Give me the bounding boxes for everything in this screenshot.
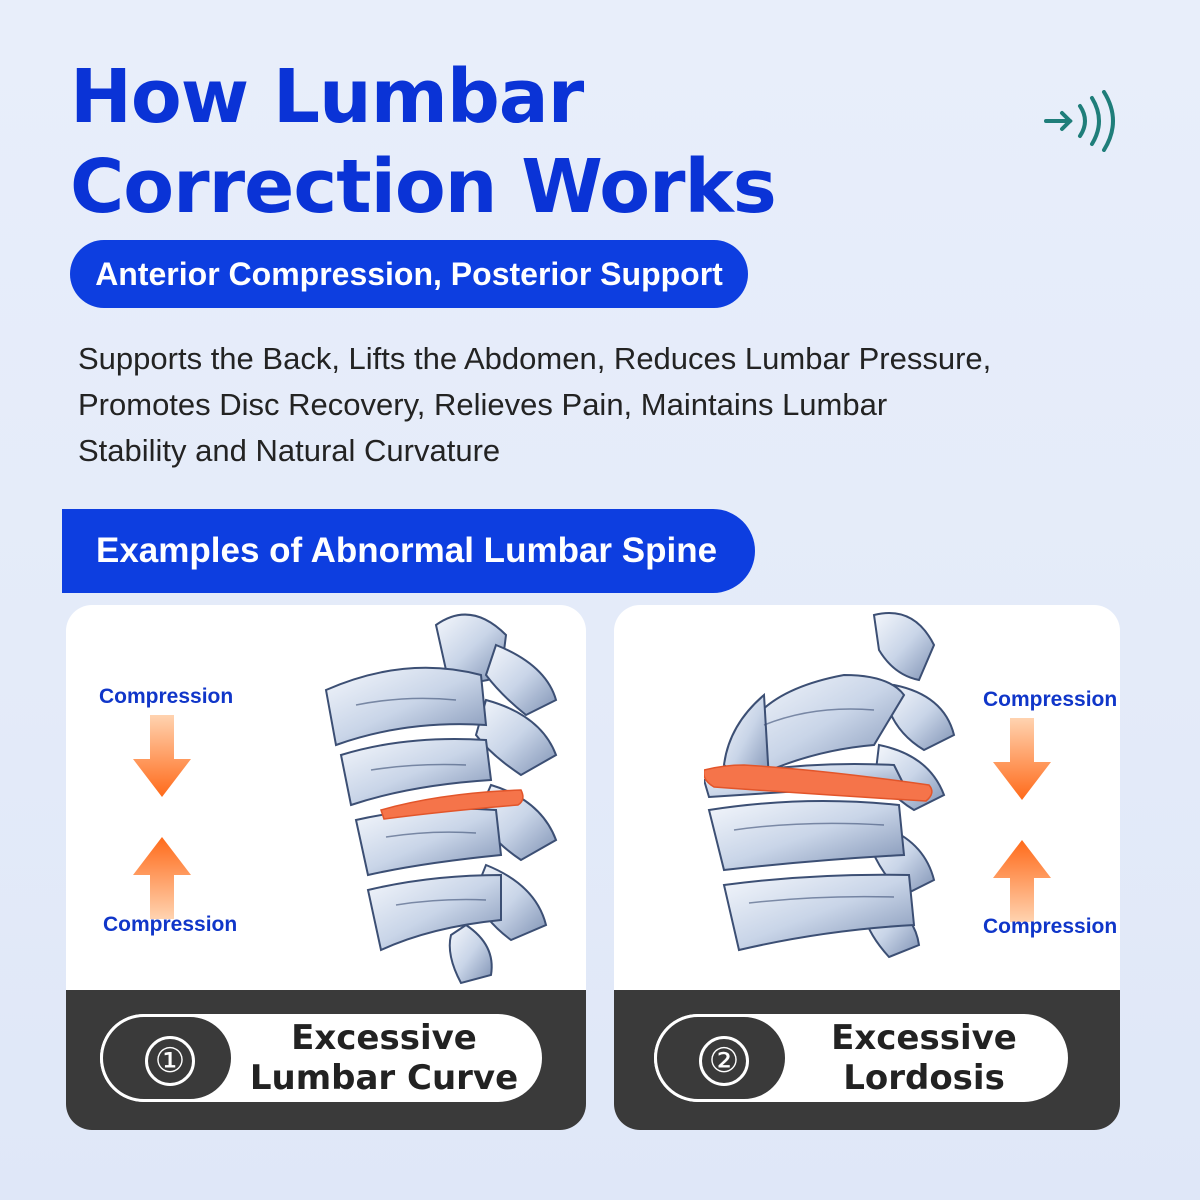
description-line-3: Stability and Natural Curvature bbox=[78, 433, 501, 468]
lumbar-spine-illustration bbox=[324, 613, 558, 985]
arrow-down-icon bbox=[993, 718, 1051, 800]
description-line-1: Supports the Back, Lifts the Abdomen, Re… bbox=[78, 341, 992, 376]
page-title-line-2: Correction Works bbox=[70, 144, 777, 230]
number-badge: ① bbox=[100, 1014, 234, 1102]
page-title-line-1: How Lumbar bbox=[70, 54, 584, 140]
example-label-pill: ① Excessive Lumbar Curve bbox=[100, 1014, 542, 1102]
number-badge: ② bbox=[654, 1014, 788, 1102]
compressed-disc bbox=[380, 789, 524, 820]
example-label-line-1: Excessive bbox=[831, 1018, 1017, 1058]
description-line-2: Promotes Disc Recovery, Relieves Pain, M… bbox=[78, 387, 888, 422]
example-label-line-2: Lordosis bbox=[843, 1058, 1005, 1098]
example-label: Excessive Lumbar Curve bbox=[240, 1018, 528, 1098]
card-footer: ② Excessive Lordosis bbox=[614, 990, 1120, 1130]
example-label-line-2: Lumbar Curve bbox=[249, 1058, 519, 1098]
example-card-excessive-lumbar-curve: Compression Compression bbox=[66, 605, 586, 1130]
example-label-line-1: Excessive bbox=[291, 1018, 477, 1058]
example-label: Excessive Lordosis bbox=[794, 1018, 1054, 1098]
sound-wave-arrow-icon bbox=[1044, 90, 1115, 152]
compression-label-bottom: Compression bbox=[103, 913, 238, 936]
compression-label-top: Compression bbox=[983, 688, 1118, 711]
compression-label-top: Compression bbox=[99, 685, 234, 708]
section-title-banner: Examples of Abnormal Lumbar Spine bbox=[62, 509, 755, 593]
example-label-pill: ② Excessive Lordosis bbox=[654, 1014, 1068, 1102]
card-footer: ① Excessive Lumbar Curve bbox=[66, 990, 586, 1130]
example-card-excessive-lordosis: Compression Compression ② Excessive Lord… bbox=[614, 605, 1120, 1130]
arrow-up-icon bbox=[993, 840, 1051, 922]
lordosis-spine-illustration bbox=[704, 612, 956, 959]
description: Supports the Back, Lifts the Abdomen, Re… bbox=[78, 336, 1158, 474]
arrow-up-icon bbox=[133, 837, 191, 919]
compressed-disc bbox=[704, 764, 933, 802]
number-circle: ② bbox=[699, 1036, 749, 1086]
number-circle: ① bbox=[145, 1036, 195, 1086]
subtitle-pill: Anterior Compression, Posterior Support bbox=[70, 240, 748, 308]
compression-label-bottom: Compression bbox=[983, 915, 1118, 938]
arrow-down-icon bbox=[133, 715, 191, 797]
page-title: How Lumbar Correction Works bbox=[70, 52, 777, 232]
